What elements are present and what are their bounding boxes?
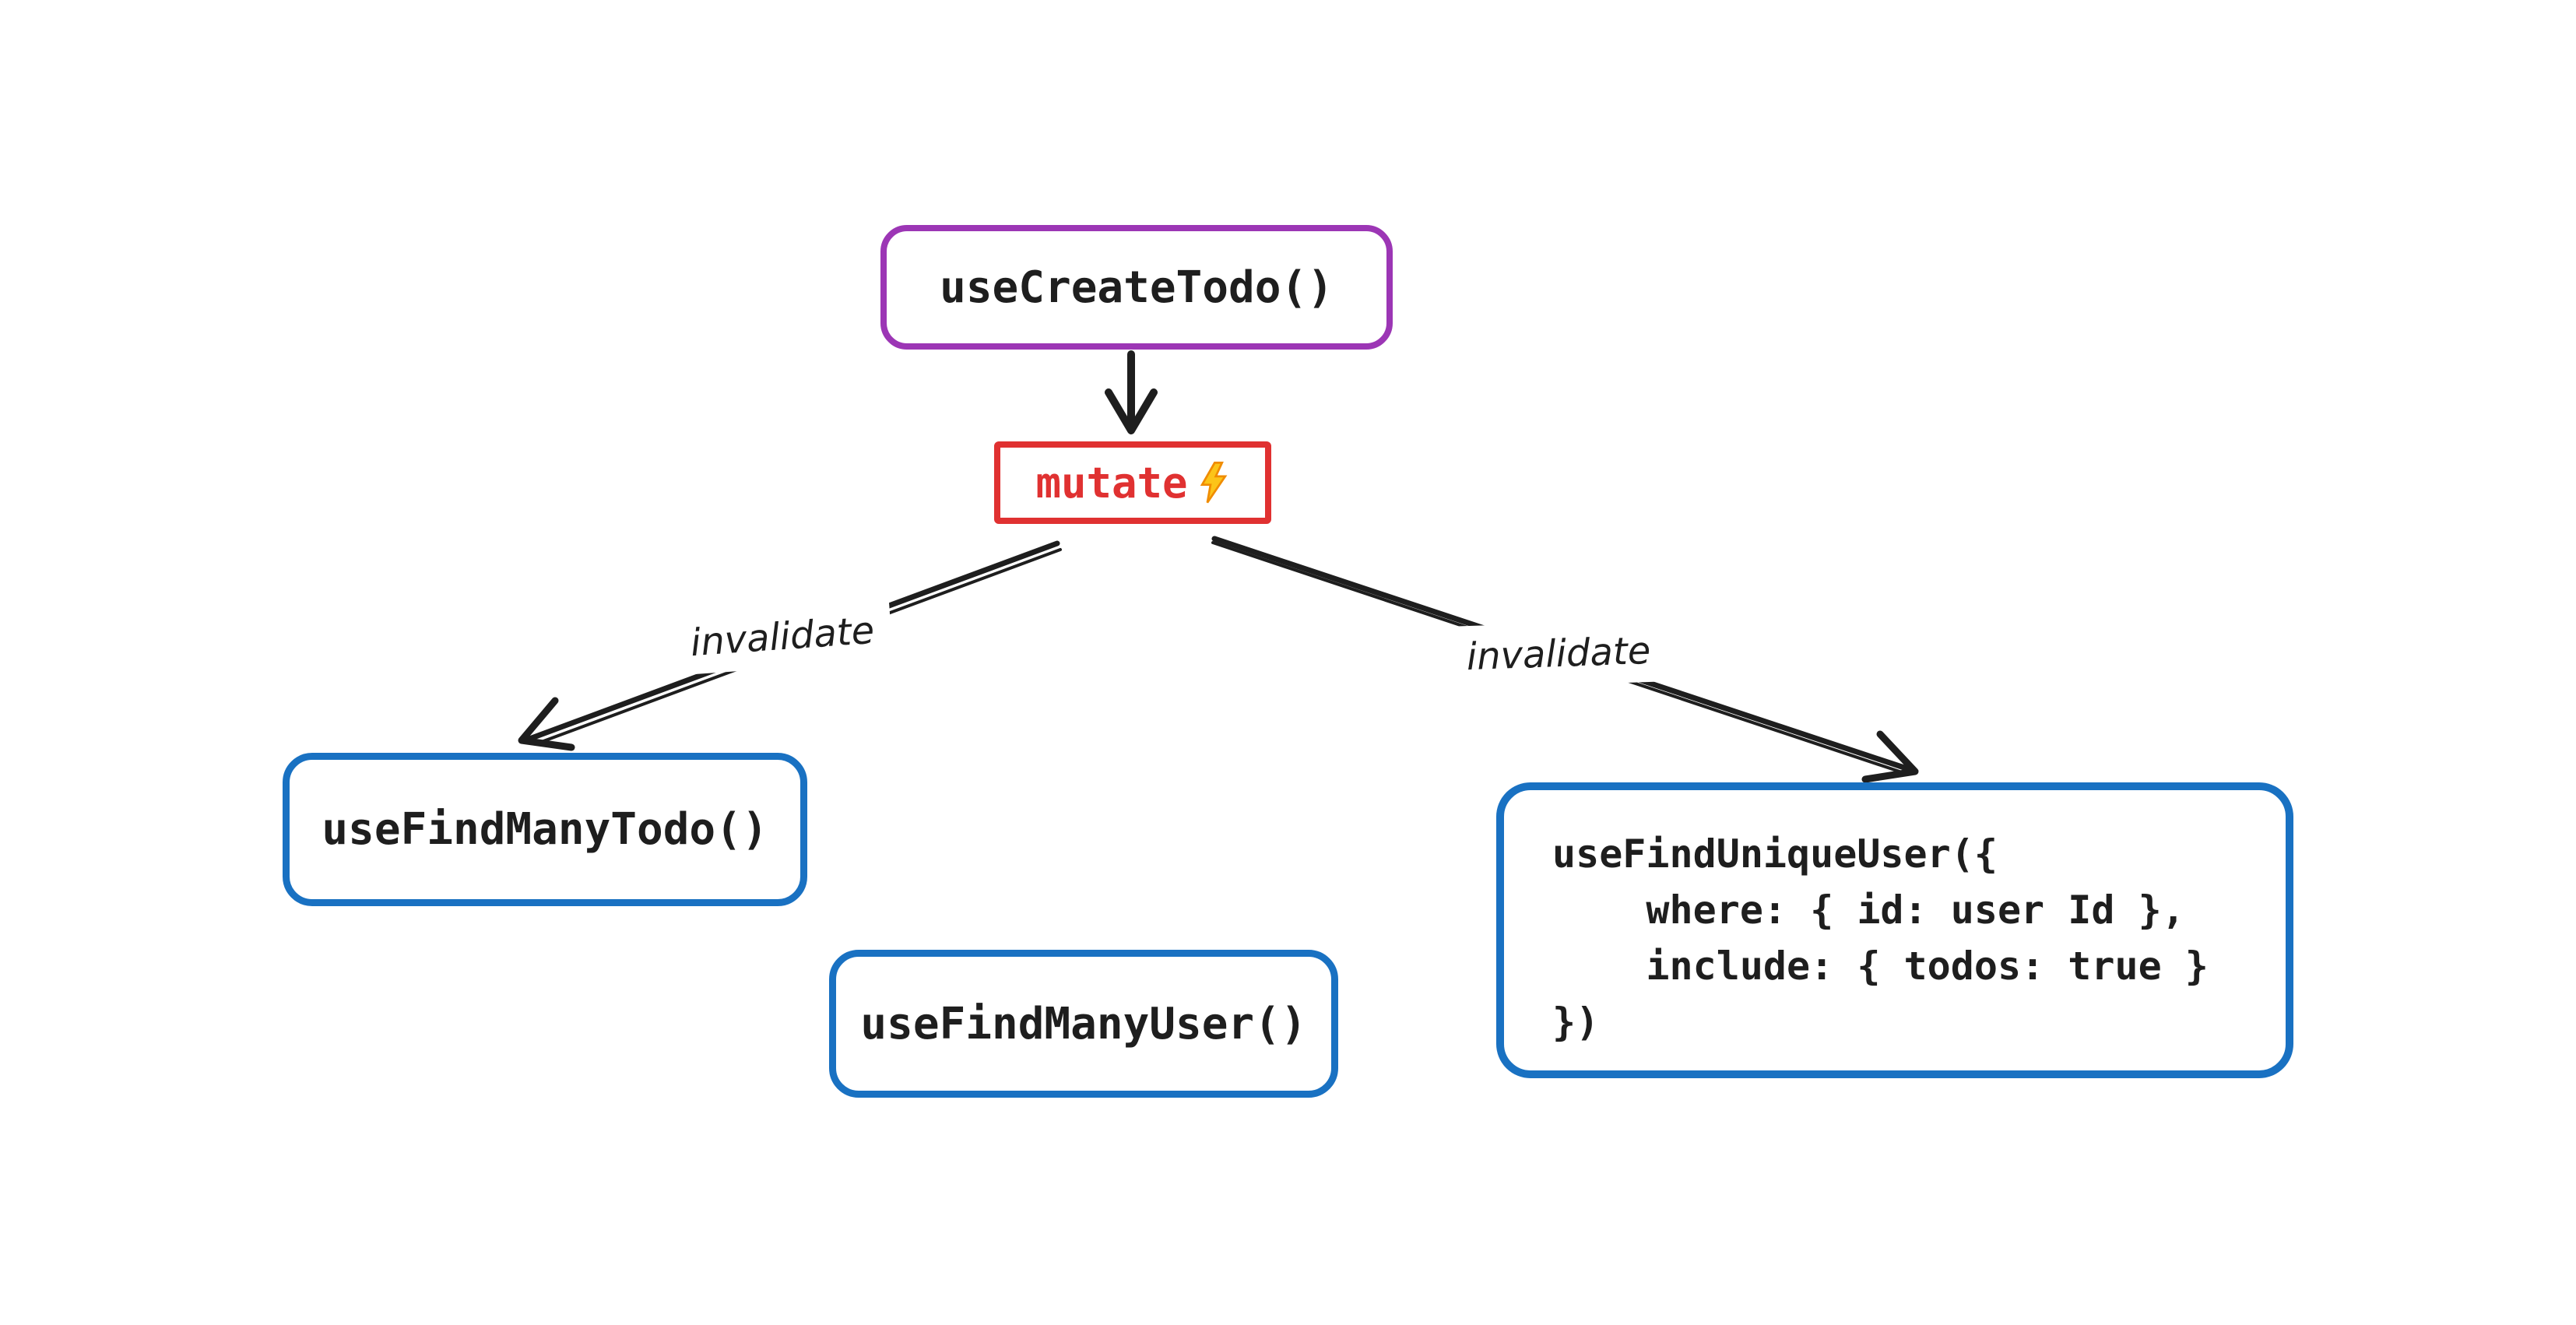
node-mutate-label: mutate <box>1035 458 1188 508</box>
edge-label-invalidate-right: invalidate <box>1448 619 1669 689</box>
edge-label-invalidate-left: invalidate <box>671 598 894 676</box>
node-mutate: mutate <box>994 441 1271 524</box>
node-usefindmanytodo-label: useFindManyTodo() <box>322 804 768 855</box>
node-usefindmanyuser-label: useFindManyUser() <box>860 998 1307 1049</box>
node-usecreatetodo-label: useCreateTodo() <box>940 262 1334 313</box>
node-usefinduniqueuser-code: useFindUniqueUser({ where: { id: user Id… <box>1552 831 2209 1045</box>
node-usefindmanyuser: useFindManyUser() <box>829 950 1338 1098</box>
node-usefinduniqueuser: useFindUniqueUser({ where: { id: user Id… <box>1496 782 2293 1078</box>
lightning-bolt-icon <box>1200 462 1227 504</box>
node-usefindmanytodo: useFindManyTodo() <box>283 753 807 906</box>
node-usecreatetodo: useCreateTodo() <box>880 225 1393 350</box>
arrow-create-to-mutate <box>1105 350 1158 434</box>
